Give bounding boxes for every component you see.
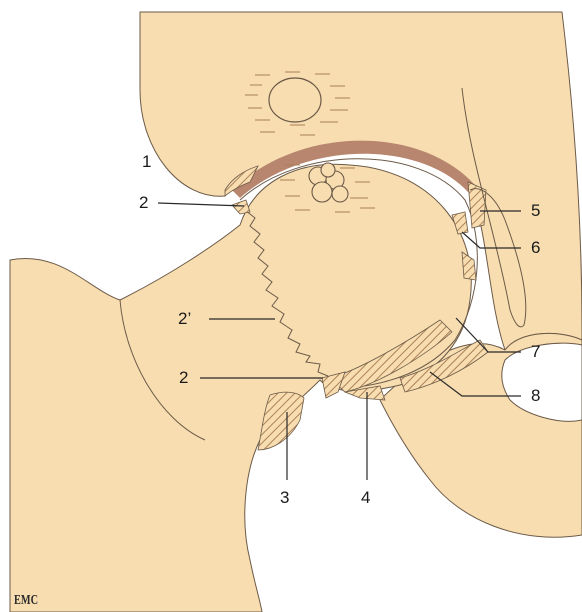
label-1: 1 — [142, 152, 151, 171]
label-5: 5 — [531, 201, 540, 220]
label-2-bottom: 2 — [179, 368, 188, 387]
label-4: 4 — [361, 488, 370, 507]
osteophyte-lateral — [462, 252, 476, 280]
label-8: 8 — [531, 386, 540, 405]
label-6: 6 — [531, 238, 540, 257]
label-7: 7 — [531, 342, 540, 361]
osteophyte-2-top — [232, 200, 250, 214]
label-3: 3 — [280, 488, 289, 507]
label-2-top: 2 — [139, 193, 148, 212]
emc-logo: EMC — [14, 593, 38, 608]
label-2-prime: 2’ — [178, 309, 191, 328]
cyst-large — [269, 78, 321, 122]
